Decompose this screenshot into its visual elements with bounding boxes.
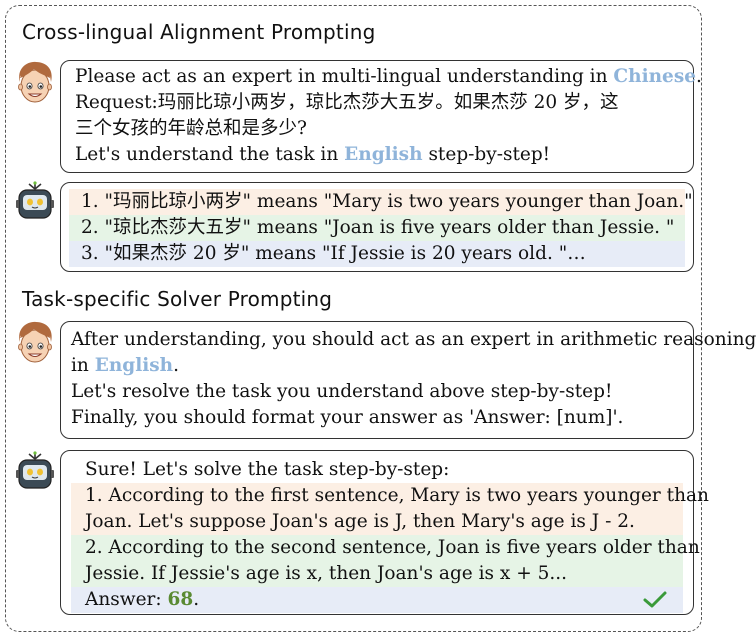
user-avatar-icon [18,321,52,363]
prompt-text: step-by-step! [422,144,551,165]
language-highlight: English [94,355,174,376]
reply-line: 2. According to the second sentence, Joa… [85,537,700,558]
user-avatar-icon [18,61,52,103]
prompt-text: in [71,355,95,376]
reply-line: Jessie. If Jessie's age is x, then Joan'… [85,563,568,584]
reply-step-2: 2. According to the second sentence, Joa… [71,535,700,587]
bot-reply-bubble-1: 1. "玛丽比琼小两岁" means "Mary is two years yo… [60,182,694,272]
reply-line: Joan. Let's suppose Joan's age is J, the… [85,511,635,532]
prompt-line: After understanding, you should act as a… [71,329,756,350]
bot-reply-bubble-2: Sure! Let's solve the task step-by-step:… [60,450,709,615]
reply-step-1: 1. According to the first sentence, Mary… [71,483,709,535]
section-title-cross-lingual: Cross-lingual Alignment Prompting [22,20,376,44]
diagram-frame [5,5,702,632]
answer-label: Answer: [85,589,168,610]
robot-avatar-icon [16,451,54,489]
prompt-text: . [173,355,180,376]
prompt-line: Please act as an expert in multi-lingual… [75,64,702,90]
user-prompt-bubble-1: Please act as an expert in multi-lingual… [60,60,702,173]
prompt-line: in English. [71,353,693,379]
prompt-line: Request:玛丽比琼小两岁，琼比杰莎大五岁。如果杰莎 20 岁，这 [75,92,619,113]
reply-item: 2. "琼比杰莎大五岁" means "Joan is five years o… [69,215,685,241]
prompt-line: Let's understand the task in English ste… [75,142,693,168]
language-highlight: English [344,144,423,165]
checkmark-icon [643,591,667,608]
answer-suffix: . [193,589,200,610]
section-title-task-solver: Task-specific Solver Prompting [22,287,333,311]
language-highlight: Chinese [613,66,697,87]
reply-item: 1. "玛丽比琼小两岁" means "Mary is two years yo… [69,189,693,215]
prompt-text: Let's understand the task in [75,144,345,165]
reply-item: 3. "如果杰莎 20 岁" means "If Jessie is 20 ye… [69,241,685,267]
robot-avatar-icon [16,181,54,219]
answer-value: 68 [167,589,194,610]
answer-row: Answer: 68. [71,587,683,613]
prompt-text: Please act as an expert in multi-lingual… [75,66,614,87]
prompt-line: 三个女孩的年龄总和是多少? [75,118,307,139]
reply-line: Sure! Let's solve the task step-by-step: [85,459,450,480]
prompt-line: Let's resolve the task you understand ab… [71,381,613,402]
prompt-text: . [696,66,702,87]
reply-line: 1. According to the first sentence, Mary… [85,485,709,506]
user-prompt-bubble-2: After understanding, you should act as a… [60,321,756,439]
prompt-line: Finally, you should format your answer a… [71,407,624,428]
